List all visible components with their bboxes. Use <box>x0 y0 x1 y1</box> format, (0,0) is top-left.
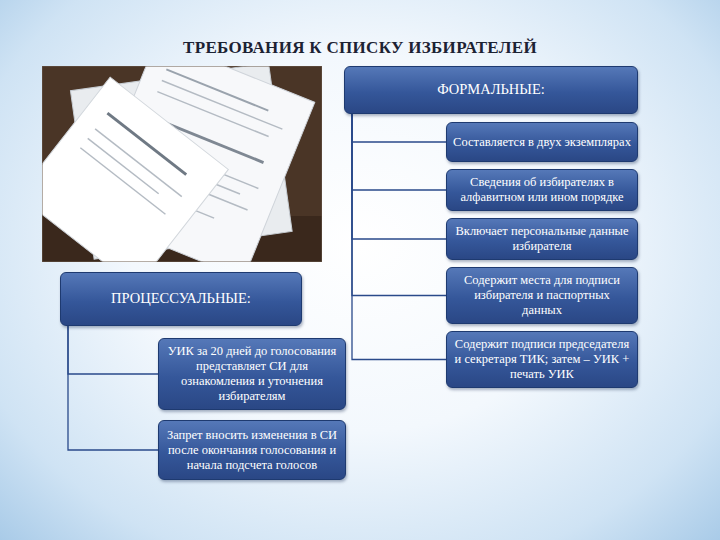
branch-connector <box>68 326 158 374</box>
requirement-box: УИК за 20 дней до голосования представля… <box>158 338 346 410</box>
requirement-text: Сведения об избирателях в алфавитном или… <box>453 175 631 205</box>
category-box: ФОРМАЛЬНЫЕ: <box>344 66 638 114</box>
requirement-box: Запрет вносить изменения в СИ после окон… <box>158 420 346 480</box>
ballot-papers-photo <box>42 66 322 262</box>
branch-connector <box>352 114 446 142</box>
requirement-box: Составляется в двух экземплярах <box>446 122 638 162</box>
requirement-box: Содержит места для подписи избирателя и … <box>446 267 638 324</box>
requirement-text: Содержит подписи председателя и секретар… <box>453 337 631 382</box>
category-label: ПРОЦЕССУАЛЬНЫЕ: <box>111 290 251 307</box>
requirement-box: Сведения об избирателях в алфавитном или… <box>446 169 638 211</box>
category-box: ПРОЦЕССУАЛЬНЫЕ: <box>60 272 302 326</box>
requirement-text: Включает персональные данные избирателя <box>453 224 631 254</box>
requirement-text: Содержит места для подписи избирателя и … <box>453 273 631 318</box>
requirement-box: Включает персональные данные избирателя <box>446 218 638 260</box>
branch-connector <box>68 326 158 450</box>
requirement-text: Составляется в двух экземплярах <box>453 135 631 150</box>
branch-connector <box>352 114 446 296</box>
requirement-text: Запрет вносить изменения в СИ после окон… <box>165 428 339 473</box>
branch-connector <box>352 114 446 239</box>
branch-connector <box>352 114 446 190</box>
requirement-text: УИК за 20 дней до голосования представля… <box>165 344 339 404</box>
requirement-box: Содержит подписи председателя и секретар… <box>446 331 638 388</box>
slide-title: ТРЕБОВАНИЯ К СПИСКУ ИЗБИРАТЕЛЕЙ <box>0 38 720 58</box>
category-label: ФОРМАЛЬНЫЕ: <box>437 81 545 98</box>
branch-connector <box>352 114 446 360</box>
